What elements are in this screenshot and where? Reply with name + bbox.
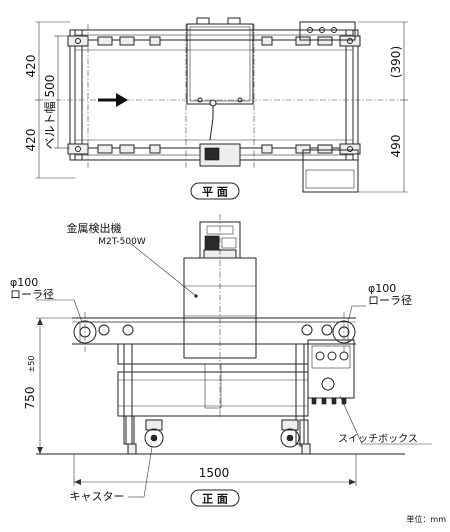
roller-left-caption: ローラ径 <box>10 288 54 301</box>
dim-arrow-icon <box>349 479 356 485</box>
caster-mount-left <box>145 419 163 431</box>
detector-leader-line <box>129 242 197 297</box>
height-dim-label: 750 <box>23 387 37 410</box>
front-frame-upper <box>117 343 309 365</box>
plan-switch-knob <box>319 27 325 33</box>
front-control-display <box>204 235 220 251</box>
plan-bearing-bl <box>67 143 89 155</box>
plan-dim-belt-width: ベルト幅 500 <box>42 75 57 150</box>
switch-box-gland <box>321 397 327 405</box>
plan-bracket <box>119 144 135 154</box>
front-control-keypad <box>221 237 237 249</box>
plan-detector-head-inner <box>189 26 251 102</box>
plan-left-roller <box>69 29 83 161</box>
plan-bolt <box>75 38 81 44</box>
plan-detector-tab <box>227 17 241 25</box>
front-switch-box <box>307 339 355 399</box>
detector-model-label: M2T-500W <box>98 237 146 247</box>
unit-note: 単位：mm <box>406 514 446 524</box>
plan-switch-knob <box>307 27 313 33</box>
plan-switch-box-lower-inner <box>305 169 355 189</box>
plan-right-roller <box>345 29 359 161</box>
leader-dot <box>194 294 198 298</box>
front-view: 金属検出機 M2T-500W φ100 ローラ径 φ100 ローラ径 750 ±… <box>10 214 446 524</box>
front-view-label-frame <box>190 489 240 507</box>
roller-left-size: φ100 <box>10 276 38 289</box>
switch-box-leader-line <box>339 395 363 445</box>
direction-arrow-icon <box>116 93 128 107</box>
plan-cable-gland <box>209 99 217 107</box>
caster-mount-right <box>281 419 299 431</box>
plan-bearing-tl <box>67 35 89 47</box>
dim-arrow-icon <box>37 447 43 454</box>
caster-wheel-right <box>280 428 300 448</box>
switch-box-gland <box>311 397 317 405</box>
plan-cable <box>209 103 214 141</box>
dim-arrow-icon <box>37 318 43 325</box>
front-center-column <box>204 363 222 409</box>
plan-bracket <box>317 144 333 154</box>
plan-view: 420 420 ベルト幅 500 (390) 490 平 面 <box>24 17 408 200</box>
roller-right-caption: ローラ径 <box>368 294 412 307</box>
dim-arrow-icon <box>74 479 81 485</box>
front-adjuster-left <box>127 443 137 455</box>
plan-switch-knob <box>331 27 337 33</box>
plan-dim-right-bottom: 490 <box>389 135 403 158</box>
plan-bracket <box>317 36 333 46</box>
plan-detector-tab <box>196 17 210 25</box>
detector-name-label: 金属検出機 <box>67 221 122 235</box>
plan-bracket <box>149 144 161 154</box>
front-leg-extension <box>125 415 135 445</box>
front-idler <box>98 324 110 336</box>
height-dim-tolerance: ±50 <box>27 356 36 373</box>
plan-control-display <box>204 147 220 161</box>
switch-box-knob <box>315 351 325 361</box>
front-idler <box>321 324 333 336</box>
plan-bolt <box>75 146 81 152</box>
plan-bracket <box>97 144 113 154</box>
plan-bracket <box>295 36 311 46</box>
roller-right-leader-line <box>347 305 353 323</box>
switch-box-knob <box>327 351 337 361</box>
front-idler <box>301 324 313 336</box>
plan-dim-left-top: 420 <box>24 55 38 78</box>
plan-bearing-br <box>339 143 361 155</box>
front-frame-lower <box>117 371 309 417</box>
length-dim-label: 1500 <box>199 466 230 480</box>
switch-box-label: スイッチボックス <box>338 433 418 445</box>
switch-box-knob <box>339 351 349 361</box>
plan-bracket <box>97 36 113 46</box>
caster-leader-line <box>143 446 153 498</box>
front-idler <box>122 324 134 336</box>
front-adjuster-right <box>301 443 311 455</box>
plan-view-label-frame <box>190 182 240 200</box>
switch-box-dial <box>321 377 335 391</box>
plan-dim-right-top: (390) <box>389 46 403 78</box>
plan-view-label: 平 面 <box>202 186 228 199</box>
plan-bracket <box>119 36 135 46</box>
caster-axle <box>150 434 158 442</box>
plan-switch-box <box>299 21 356 41</box>
plan-bolt <box>347 146 353 152</box>
plan-detector-head <box>186 23 254 105</box>
plan-bracket <box>261 36 273 46</box>
plan-bolt <box>347 38 353 44</box>
plan-dim-left-bottom: 420 <box>24 129 38 152</box>
plan-bracket <box>149 36 161 46</box>
caster-axle <box>286 434 294 442</box>
caster-wheel-left <box>144 428 164 448</box>
plan-bracket <box>261 144 273 154</box>
plan-switch-box-lower <box>302 149 359 193</box>
caster-label: キャスター <box>70 490 125 503</box>
front-left-leg <box>123 343 133 445</box>
switch-box-gland <box>331 397 337 405</box>
switch-box-panel <box>311 345 351 369</box>
plan-bearing-tr <box>339 35 361 47</box>
roller-left-leader-line <box>73 299 83 323</box>
roller-right-size: φ100 <box>368 282 396 295</box>
front-view-label: 正 面 <box>202 493 228 506</box>
